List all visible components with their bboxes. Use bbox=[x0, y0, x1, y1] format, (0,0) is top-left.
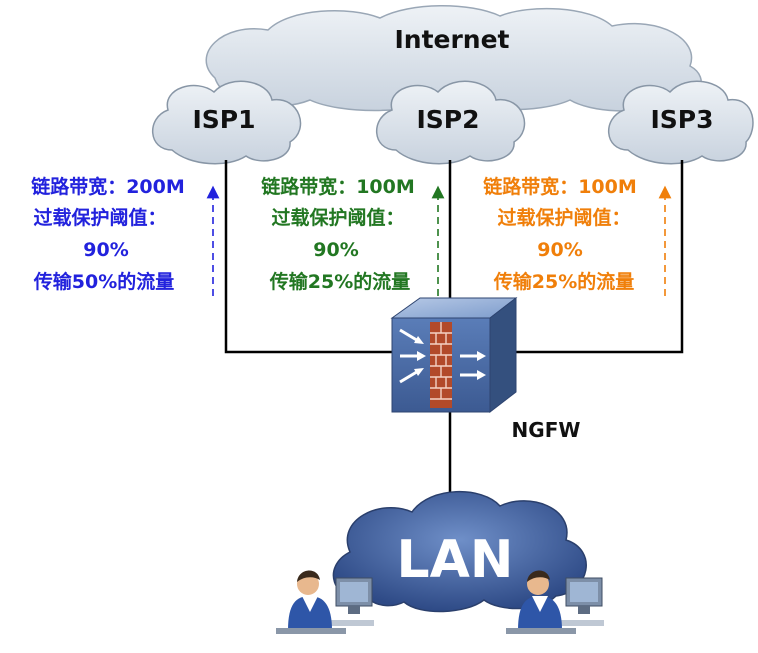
traffic-arrows-icon bbox=[399, 328, 486, 384]
threshold-label: 过载保护阈值： bbox=[497, 206, 630, 229]
ngfw-device[interactable] bbox=[390, 296, 518, 414]
link-annotation-isp3: 链路带宽：100M 过载保护阈值： 90% 传输25%的流量 bbox=[483, 175, 637, 293]
link-annotation-isp2: 链路带宽：100M 过载保护阈值： 90% 传输25%的流量 bbox=[261, 175, 415, 293]
connection-lines bbox=[224, 160, 684, 505]
isp3-label: ISP3 bbox=[650, 105, 713, 134]
lan-cloud[interactable]: LAN bbox=[332, 490, 587, 613]
brick-wall-icon bbox=[430, 322, 452, 408]
internet-cloud: Internet bbox=[205, 5, 702, 112]
isp1-label: ISP1 bbox=[192, 105, 255, 134]
internet-label: Internet bbox=[394, 25, 509, 54]
lan-label: LAN bbox=[397, 530, 514, 590]
link-isp3 bbox=[508, 160, 684, 354]
isp2-label: ISP2 bbox=[416, 105, 479, 134]
threshold-label: 过载保护阈值： bbox=[33, 206, 166, 229]
ngfw-label: NGFW bbox=[512, 418, 581, 442]
threshold-value: 90% bbox=[83, 239, 128, 261]
user-workstation-icon-left bbox=[276, 570, 374, 634]
link-annotation-isp1: 链路带宽：200M 过载保护阈值： 90% 传输50%的流量 bbox=[31, 175, 185, 293]
bandwidth-text: 链路带宽：100M bbox=[261, 175, 415, 198]
threshold-value: 90% bbox=[313, 239, 358, 261]
bandwidth-text: 链路带宽：100M bbox=[483, 175, 637, 198]
traffic-text: 传输25%的流量 bbox=[493, 270, 634, 293]
isp1-cloud[interactable]: ISP1 bbox=[151, 80, 302, 165]
link-isp1 bbox=[224, 160, 400, 354]
threshold-label: 过载保护阈值： bbox=[271, 206, 404, 229]
user-workstation-icon-right bbox=[506, 570, 604, 634]
traffic-text: 传输25%的流量 bbox=[269, 270, 410, 293]
traffic-text: 传输50%的流量 bbox=[33, 270, 174, 293]
isp2-cloud[interactable]: ISP2 bbox=[375, 80, 526, 165]
isp3-cloud[interactable]: ISP3 bbox=[607, 80, 754, 165]
bandwidth-text: 链路带宽：200M bbox=[31, 175, 185, 198]
threshold-value: 90% bbox=[537, 239, 582, 261]
